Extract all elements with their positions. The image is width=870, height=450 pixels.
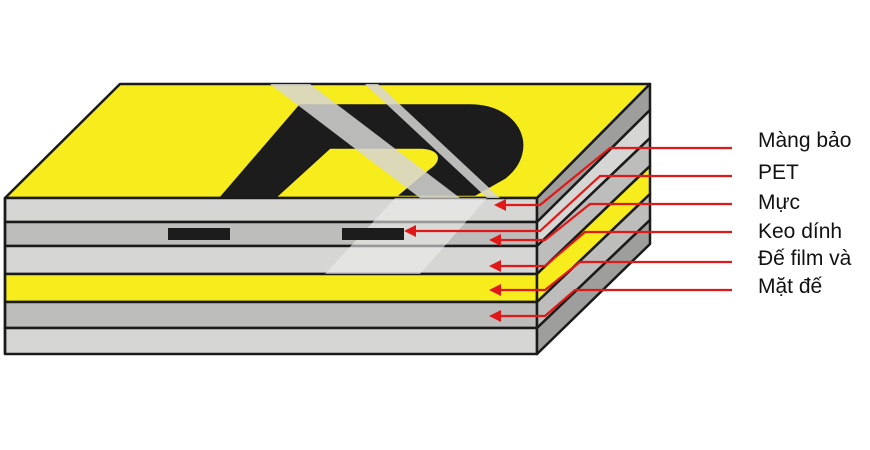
- side-layer-base-surface: [535, 218, 652, 356]
- leader-base-surface: [495, 288, 732, 318]
- clear-stripe-2: [365, 84, 500, 198]
- arrowhead-pet: [404, 225, 416, 237]
- arrowhead-ink: [489, 234, 501, 246]
- arrowhead-film-base: [489, 284, 501, 296]
- arrowhead-adhesive: [489, 260, 501, 272]
- ink-block-left: [168, 228, 230, 240]
- arrowhead-base-surface: [489, 310, 501, 322]
- label-adhesive: Keo dính: [758, 220, 843, 243]
- label-film-base: Đế film và: [758, 247, 852, 270]
- label-base-surface: Mặt đế: [758, 275, 823, 298]
- leader-protective-film: [500, 146, 732, 207]
- leader-adhesive: [495, 230, 732, 268]
- clear-stripe-front: [325, 198, 487, 274]
- label-protective-film: Màng bảo: [758, 129, 852, 152]
- leader-pet: [410, 174, 732, 233]
- arrowhead-protective-film: [494, 199, 506, 211]
- ink-graphic: [218, 104, 524, 199]
- leader-film-base: [495, 260, 732, 292]
- label-ink: Mực: [758, 191, 801, 214]
- front-layer-adhesive: [3, 272, 539, 304]
- front-layer-base-surface: [3, 326, 539, 356]
- leader-ink: [495, 202, 732, 242]
- front-layer-film-base: [3, 300, 539, 330]
- front-layer-ink: [3, 244, 539, 276]
- label-pet: PET: [758, 161, 799, 184]
- clear-stripe-1: [270, 84, 460, 198]
- ink-block-right: [342, 228, 404, 240]
